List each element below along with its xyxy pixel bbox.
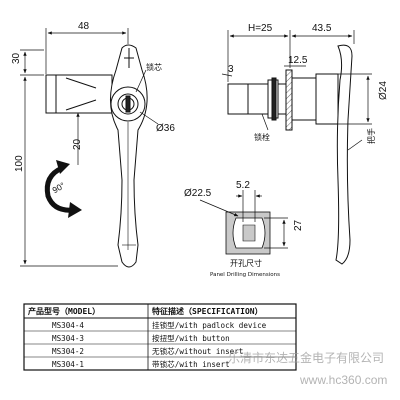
- label-handle: 把手: [366, 128, 376, 144]
- table-row-model: MS304-2: [52, 347, 84, 356]
- dim-hole-diameter: Ø22.5: [184, 188, 212, 199]
- cutout-subtitle: Panel Drilling Dimensions: [210, 272, 280, 278]
- table-row-model: MS304-4: [52, 321, 84, 330]
- table-row-spec: 挂锁型/with padlock device: [152, 320, 267, 330]
- table-row-model: MS304-3: [52, 334, 84, 343]
- label-lock-core: 锁芯: [146, 62, 162, 72]
- watermark-site: www.hc360.com: [299, 373, 387, 387]
- dim-48: 48: [78, 21, 90, 32]
- front-dimensions: [20, 28, 159, 267]
- cutout-title: 开孔尺寸: [230, 258, 262, 268]
- table-row-model: MS304-1: [52, 360, 84, 369]
- dim-hole-height: 27: [293, 219, 304, 231]
- table-header-spec: 特征描述（SPECIFICATION）: [152, 306, 263, 316]
- dim-hole-flat: 5.2: [236, 180, 250, 191]
- side-view: [227, 44, 353, 265]
- model-table: [23, 303, 297, 371]
- front-handle: [110, 44, 148, 268]
- side-handle: [335, 44, 353, 265]
- dim-100: 100: [14, 155, 25, 172]
- dim-shaft-diameter: Ø24: [378, 81, 389, 100]
- dim-43-5: 43.5: [312, 23, 332, 34]
- table-row-spec: 无锁芯/without insert: [152, 346, 243, 356]
- front-shaft: [45, 74, 113, 114]
- label-bolt: 锁栓: [254, 132, 270, 142]
- dim-h-depth: H=25: [248, 23, 273, 34]
- table-row-spec: 按扭型/with button: [152, 333, 230, 343]
- dim-circle-diameter: Ø36: [156, 123, 175, 134]
- dim-30: 30: [11, 52, 22, 64]
- table-header-model: 产品型号（MODEL）: [28, 306, 100, 316]
- dim-20: 20: [72, 138, 83, 150]
- dim-rotation: 90°: [51, 180, 67, 195]
- watermark-company: 乐清市东达五金电子有限公司: [228, 350, 384, 365]
- dim-panel-gap: 3: [228, 64, 234, 75]
- panel-section: [285, 69, 293, 131]
- side-dimensions: [221, 30, 372, 151]
- cutout-dimensions: [199, 190, 288, 249]
- panel-cutout: [225, 211, 271, 255]
- rotation-arrow-icon: [44, 160, 82, 218]
- table-row-spec: 带锁芯/with insert: [152, 359, 230, 369]
- dim-thread: 12.5: [288, 55, 308, 66]
- front-view: [45, 44, 148, 268]
